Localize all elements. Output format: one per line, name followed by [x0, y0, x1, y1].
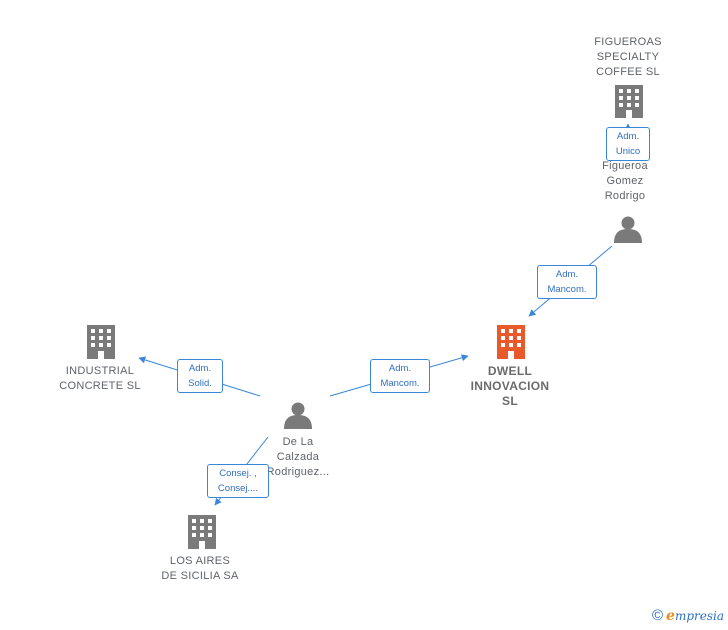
- edge-label-line: Adm.: [616, 131, 640, 142]
- edge-label-line: Mancom.: [547, 284, 587, 295]
- label-line: De La: [282, 436, 314, 448]
- label-line: SL: [502, 394, 518, 408]
- building-icon[interactable]: [615, 85, 643, 118]
- edge-label-consej[interactable]: Consej. , Consej....: [207, 464, 269, 498]
- edge-label-line: Adm.: [188, 363, 212, 374]
- label-line: DWELL: [487, 364, 533, 378]
- node-label-calzada-person[interactable]: De La Calzada Rodriguez...: [248, 435, 348, 480]
- label-line: Gomez: [606, 175, 644, 187]
- footer-brand: © empresia: [652, 607, 724, 624]
- label-line: LOS AIRES: [169, 555, 231, 567]
- person-icon[interactable]: [284, 402, 312, 430]
- edge-label-line: Consej. ,: [219, 468, 257, 479]
- brand-text: mpresia: [674, 608, 724, 623]
- building-icon-highlighted[interactable]: [497, 325, 525, 359]
- person-icon[interactable]: [614, 216, 642, 244]
- label-line: CONCRETE SL: [59, 380, 141, 392]
- edge-label-adm-solid[interactable]: Adm. Solid.: [177, 359, 223, 393]
- empresia-logo[interactable]: empresia: [666, 608, 724, 624]
- edge-label-line: Solid.: [188, 378, 212, 389]
- edge-label-line: Mancom.: [380, 378, 420, 389]
- label-line: INDUSTRIAL: [65, 365, 135, 377]
- label-line: SPECIALTY: [596, 51, 660, 63]
- brand-initial: e: [666, 607, 675, 624]
- label-line: Rodriguez...: [266, 466, 330, 478]
- edge-label-line: Unico: [615, 146, 641, 157]
- building-icon[interactable]: [87, 325, 115, 359]
- label-line: FIGUEROAS: [594, 36, 662, 48]
- edge-label-adm-unico[interactable]: Adm. Unico: [606, 127, 650, 161]
- label-line: Figueroa: [602, 160, 648, 172]
- node-label-figueroa-person[interactable]: Figueroa Gomez Rodrigo: [585, 159, 665, 204]
- label-line: Rodrigo: [604, 190, 646, 202]
- copyright-symbol: ©: [651, 607, 664, 624]
- label-line: Calzada: [276, 451, 320, 463]
- node-label-dwell[interactable]: DWELL INNOVACION SL: [458, 364, 562, 409]
- label-line: COFFEE SL: [596, 66, 660, 78]
- node-label-industrial[interactable]: INDUSTRIAL CONCRETE SL: [48, 364, 152, 394]
- node-label-figueroas[interactable]: FIGUEROAS SPECIALTY COFFEE SL: [578, 35, 678, 80]
- edge-label-adm-mancom[interactable]: Adm. Mancom.: [537, 265, 597, 299]
- edge-label-line: Adm.: [388, 363, 412, 374]
- edge-label-line: Consej....: [217, 483, 259, 494]
- building-icon[interactable]: [188, 515, 216, 549]
- edge-label-line: Adm.: [555, 269, 579, 280]
- edge-label-adm-mancom[interactable]: Adm. Mancom.: [370, 359, 430, 393]
- label-line: INNOVACION: [470, 379, 550, 393]
- label-line: DE SICILIA SA: [161, 570, 239, 582]
- node-label-los-aires[interactable]: LOS AIRES DE SICILIA SA: [148, 554, 252, 584]
